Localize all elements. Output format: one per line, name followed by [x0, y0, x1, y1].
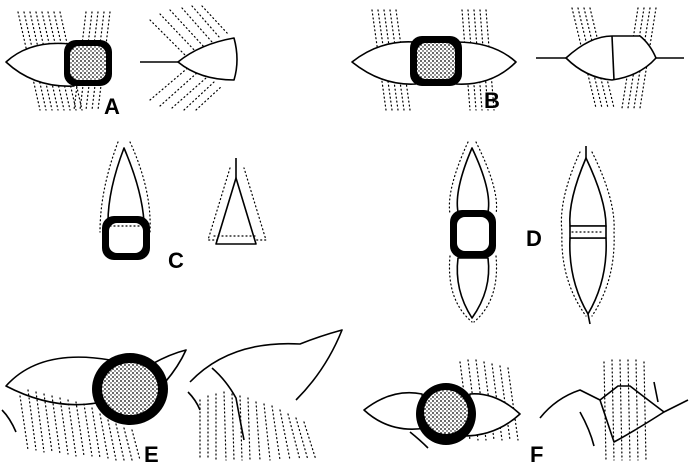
panel-e-stomatal-cell-interior	[102, 363, 158, 415]
panel-d-right-lower-lens	[570, 238, 606, 314]
panel-label-b: B	[484, 88, 500, 113]
panel-f-right-cell-wall-left	[540, 390, 600, 418]
panel-e-left-lower-wall	[2, 410, 16, 432]
panel-b-left-lens-right	[456, 42, 516, 84]
panel-d-right-figure	[561, 146, 614, 324]
panel-b-stomatal-cell-interior	[417, 43, 455, 79]
panel-d-right-bottom-wall	[588, 314, 590, 324]
panel-label-a: A	[104, 94, 120, 119]
panel-d-stomatal-cell-interior	[457, 217, 489, 251]
panel-a-left-figure	[6, 12, 112, 110]
panel-f-stomatal-cell-interior	[424, 390, 468, 434]
panel-label-d: D	[526, 226, 542, 251]
panel-a-left-lens	[6, 43, 74, 86]
panel-d-left-lower-lens	[457, 258, 488, 318]
panel-e-right-cell-outline	[190, 330, 342, 400]
panel-b-left-lens-left	[352, 42, 416, 84]
panel-f-right-cell-wall-right	[664, 400, 688, 412]
panel-f-right-upper-wall	[654, 382, 658, 402]
panel-e-right-stipple-bands	[200, 392, 316, 460]
panel-f-right-lower-wall	[580, 412, 594, 446]
panel-c-stomatal-cell-interior	[109, 223, 143, 253]
panel-b-right-lens	[566, 36, 656, 80]
panel-f-right-stipple-bands	[604, 360, 646, 460]
panel-f-right-lens	[600, 386, 664, 442]
panel-b-right-figure	[536, 8, 684, 108]
panel-d-left-figure	[449, 142, 496, 322]
panel-c-left-figure	[100, 142, 150, 260]
panel-a-right-figure	[140, 6, 237, 110]
panel-a-stomatal-cell-interior	[70, 46, 106, 80]
panel-e-right-figure	[188, 330, 342, 460]
panel-a-right-lens	[178, 38, 237, 80]
panel-e-right-lower-wall	[188, 392, 200, 410]
panel-label-c: C	[168, 248, 184, 273]
panel-c-right-figure	[208, 158, 266, 244]
panel-d-right-upper-lens	[570, 158, 606, 226]
panel-label-e: E	[144, 442, 159, 467]
panel-c-left-lens	[108, 148, 144, 222]
panel-e-right-inner-wall	[212, 368, 244, 440]
panel-f-left-figure	[364, 360, 520, 448]
panel-f-right-figure	[540, 360, 688, 460]
panel-label-f: F	[530, 442, 543, 467]
